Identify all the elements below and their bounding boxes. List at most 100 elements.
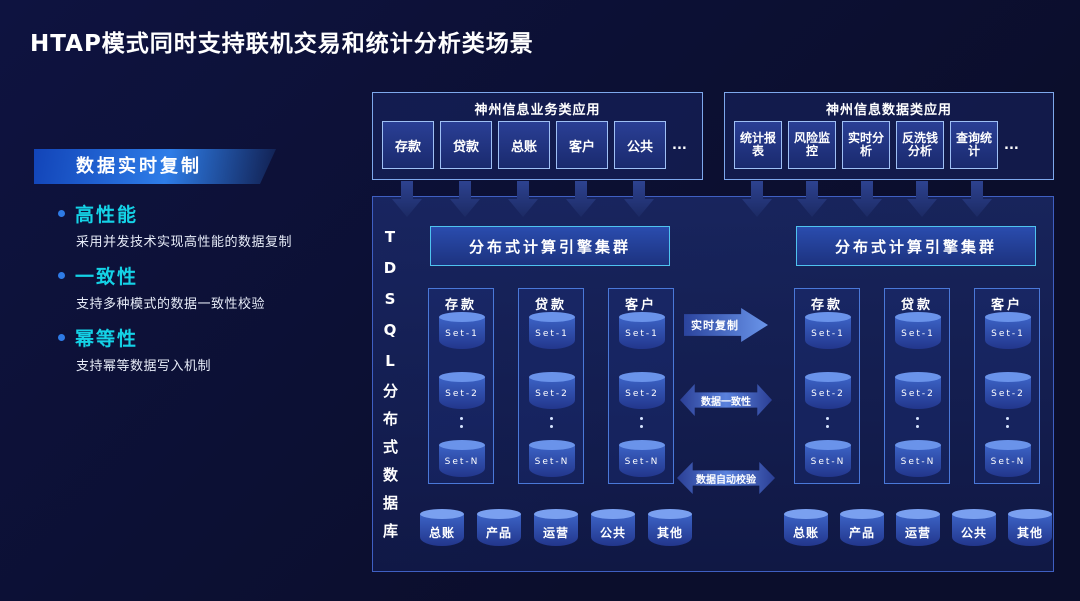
app-item: 总账 (498, 121, 550, 169)
bottom-cylinder: 总账 (420, 509, 464, 546)
bottom-cylinder-label: 运营 (904, 526, 931, 540)
set-label: Set-1 (625, 329, 659, 339)
set-label: Set-1 (535, 329, 569, 339)
db-cylinder: Set-N (805, 440, 851, 477)
bullet-heading-text: 一致性 (75, 266, 139, 288)
bullet-desc-2: 支持多种模式的数据一致性校验 (76, 297, 266, 312)
bullet-dot (58, 334, 65, 341)
set-label: Set-N (624, 457, 660, 467)
db-cylinder: Set-1 (619, 312, 665, 349)
db-cylinder: Set-2 (439, 372, 485, 409)
db-cylinder: Set-N (985, 440, 1031, 477)
bottom-cylinder: 其他 (1008, 509, 1052, 546)
db-cylinder: Set-1 (529, 312, 575, 349)
business-apps-panel: 神州信息业务类应用 存款 贷款 总账 客户 公共 ... (372, 92, 703, 180)
ellipsis-dots (519, 417, 583, 428)
column-label: 客户 (990, 298, 1023, 313)
bottom-cylinder: 产品 (840, 509, 884, 546)
set-label: Set-2 (625, 389, 659, 399)
bottom-cylinder: 公共 (952, 509, 996, 546)
bottom-cylinder-label: 其他 (1016, 526, 1043, 540)
bottom-cylinder: 运营 (534, 509, 578, 546)
bottom-cylinder: 其他 (648, 509, 692, 546)
bottom-cylinder: 产品 (477, 509, 521, 546)
bottom-cylinder-label: 产品 (848, 526, 875, 540)
ellipsis-dots (885, 417, 949, 428)
bottom-cylinder: 运营 (896, 509, 940, 546)
db-cylinder: Set-1 (895, 312, 941, 349)
bottom-cylinder: 公共 (591, 509, 635, 546)
set-label: Set-N (810, 457, 846, 467)
set-label: Set-2 (535, 389, 569, 399)
bullet-dot (58, 272, 65, 279)
db-cylinder: Set-N (619, 440, 665, 477)
db-column-right-3: 客户 Set-1 Set-2 Set-N (974, 288, 1040, 484)
bottom-cylinder-label: 总账 (792, 526, 819, 540)
column-label: 贷款 (900, 298, 933, 313)
set-label: Set-2 (991, 389, 1025, 399)
set-label: Set-N (990, 457, 1026, 467)
data-apps-panel: 神州信息数据类应用 统计报表 风险监控 实时分析 反洗钱分析 查询统计 ... (724, 92, 1054, 180)
bottom-cylinder-label: 产品 (485, 526, 512, 540)
db-column-left-3: 客户 Set-1 Set-2 Set-N (608, 288, 674, 484)
app-item: 存款 (382, 121, 434, 169)
bullet-desc-3: 支持幂等数据写入机制 (76, 359, 212, 374)
bottom-cylinder-label: 公共 (960, 526, 987, 540)
data-apps-items: 统计报表 风险监控 实时分析 反洗钱分析 查询统计 ... (734, 121, 1019, 169)
set-label: Set-N (900, 457, 936, 467)
data-apps-title: 神州信息数据类应用 (825, 103, 952, 118)
db-cylinder: Set-2 (895, 372, 941, 409)
app-item: 贷款 (440, 121, 492, 169)
db-cylinder: Set-N (439, 440, 485, 477)
db-column-right-2: 贷款 Set-1 Set-2 Set-N (884, 288, 950, 484)
db-cylinder: Set-1 (439, 312, 485, 349)
set-label: Set-1 (811, 329, 845, 339)
db-cylinder: Set-N (895, 440, 941, 477)
db-cylinder: Set-N (529, 440, 575, 477)
engine-cluster-right: 分布式计算引擎集群 (796, 226, 1036, 266)
app-item: 公共 (614, 121, 666, 169)
ellipsis-dots (975, 417, 1039, 428)
bullet-heading-text: 幂等性 (75, 328, 139, 350)
set-label: Set-2 (445, 389, 479, 399)
ellipsis-label: ... (1004, 137, 1019, 153)
engine-cluster-left: 分布式计算引擎集群 (430, 226, 670, 266)
ellipsis-dots (429, 417, 493, 428)
db-column-left-2: 贷款 Set-1 Set-2 Set-N (518, 288, 584, 484)
db-cylinder: Set-2 (985, 372, 1031, 409)
section-banner: 数据实时复制 (34, 149, 276, 184)
column-label: 贷款 (534, 298, 567, 313)
slide-title: HTAP模式同时支持联机交易和统计分析类场景 (30, 31, 534, 57)
set-label: Set-N (534, 457, 570, 467)
business-apps-items: 存款 贷款 总账 客户 公共 ... (382, 121, 687, 169)
bullet-heading-2: 一致性 (58, 262, 138, 289)
set-label: Set-1 (445, 329, 479, 339)
bottom-cylinder: 总账 (784, 509, 828, 546)
column-label: 存款 (810, 298, 843, 313)
ellipsis-dots (795, 417, 859, 428)
set-label: Set-1 (901, 329, 935, 339)
app-item: 反洗钱分析 (896, 121, 944, 169)
column-label: 存款 (444, 298, 477, 313)
bottom-cylinder-label: 公共 (599, 526, 626, 540)
app-item: 查询统计 (950, 121, 998, 169)
set-label: Set-N (444, 457, 480, 467)
set-label: Set-1 (991, 329, 1025, 339)
column-label: 客户 (624, 298, 657, 313)
db-cylinder: Set-2 (805, 372, 851, 409)
app-item: 风险监控 (788, 121, 836, 169)
db-cylinder: Set-2 (529, 372, 575, 409)
db-cylinder: Set-1 (805, 312, 851, 349)
bullet-heading-text: 高性能 (75, 204, 139, 226)
bullet-heading-1: 高性能 (58, 200, 138, 227)
bullet-heading-3: 幂等性 (58, 324, 138, 351)
app-item: 统计报表 (734, 121, 782, 169)
bullet-dot (58, 210, 65, 217)
ellipsis-label: ... (672, 137, 687, 153)
db-column-left-1: 存款 Set-1 Set-2 Set-N (428, 288, 494, 484)
db-column-right-1: 存款 Set-1 Set-2 Set-N (794, 288, 860, 484)
bottom-cylinder-label: 总账 (428, 526, 455, 540)
business-apps-title: 神州信息业务类应用 (474, 103, 601, 118)
bullet-desc-1: 采用并发技术实现高性能的数据复制 (76, 235, 293, 250)
